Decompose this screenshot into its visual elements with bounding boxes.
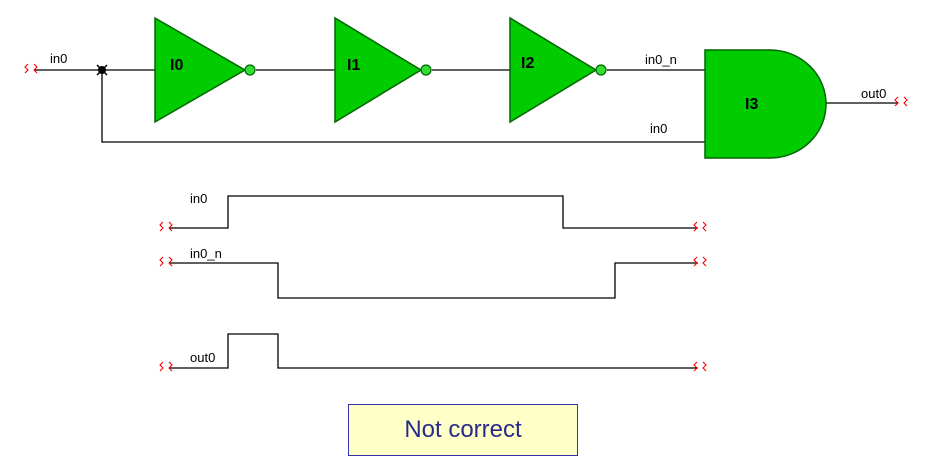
signal-label-in0-n: in0_n	[645, 52, 677, 67]
gate-i3-and[interactable]: I3	[704, 49, 827, 159]
waveform-label-in0-n: in0_n	[190, 246, 222, 261]
port-marker-out0[interactable]	[894, 96, 908, 107]
wire-feedback	[101, 70, 705, 143]
port-marker-in0-n-wave-left[interactable]	[159, 256, 173, 267]
port-marker-out0-wave-left[interactable]	[159, 361, 173, 372]
gate-i2-label: I2	[521, 55, 534, 72]
waveform-in0-n: in0_n	[170, 246, 698, 299]
gate-i1[interactable]: I1	[334, 16, 432, 124]
signal-label-in0: in0	[50, 51, 67, 66]
waveform-label-out0: out0	[190, 350, 215, 365]
gate-i0[interactable]: I0	[154, 16, 256, 124]
gate-i0-label: I0	[170, 57, 183, 74]
waveform-label-in0: in0	[190, 191, 207, 206]
gate-i1-label: I1	[347, 57, 360, 74]
junction-dot	[96, 64, 108, 76]
status-message: Not correct	[404, 416, 522, 443]
port-marker-in0-wave-right[interactable]	[693, 221, 707, 232]
signal-label-in0-and: in0	[650, 121, 667, 136]
signal-label-out0: out0	[861, 86, 886, 101]
gate-i2[interactable]: I2	[509, 16, 607, 124]
waveform-in0: in0	[170, 191, 698, 229]
port-marker-in0-wave-left[interactable]	[159, 221, 173, 232]
status-message-box: Not correct	[348, 404, 578, 456]
port-marker-in0-n-wave-right[interactable]	[693, 256, 707, 267]
gate-i3-label: I3	[745, 96, 758, 113]
port-marker-in0[interactable]	[24, 63, 38, 74]
port-marker-out0-wave-right[interactable]	[693, 361, 707, 372]
waveform-out0: out0	[170, 333, 698, 369]
